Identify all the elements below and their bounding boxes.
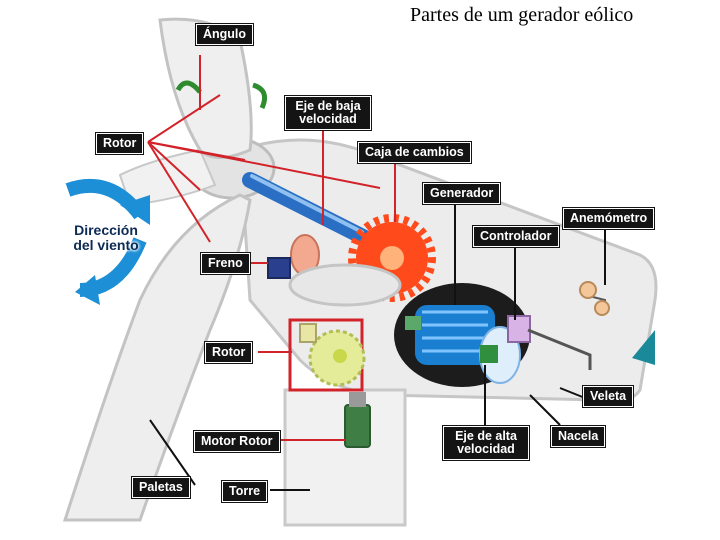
leader-lines bbox=[147, 55, 396, 441]
yaw-platform bbox=[288, 263, 402, 307]
blade-left bbox=[118, 148, 217, 207]
label-angulo: Ángulo bbox=[196, 24, 254, 45]
low-speed-shaft bbox=[242, 172, 373, 246]
label-caja-cambios: Caja de cambios bbox=[358, 142, 471, 163]
label-rotor-blades: Rotor bbox=[96, 133, 144, 154]
yaw-motor bbox=[344, 404, 371, 448]
label-eje-alta-velocidad: Eje de alta velocidad bbox=[443, 426, 529, 460]
label-controlador: Controlador bbox=[473, 226, 559, 247]
anemometer-cup-2 bbox=[594, 300, 610, 316]
label-generador: Generador bbox=[423, 183, 501, 204]
label-eje-baja-velocidad: Eje de baja velocidad bbox=[285, 96, 371, 130]
anemometer-cup-1 bbox=[579, 281, 597, 299]
label-veleta: Veleta bbox=[583, 386, 634, 407]
wind-vane bbox=[632, 330, 655, 365]
pitch-arrow-left bbox=[175, 80, 202, 94]
tail-bar bbox=[527, 328, 592, 370]
brake-caliper bbox=[267, 257, 291, 279]
high-speed-shaft bbox=[480, 345, 498, 363]
blade-lower bbox=[62, 193, 252, 522]
label-torre: Torre bbox=[222, 481, 268, 502]
label-motor-rotor: Motor Rotor bbox=[194, 431, 280, 452]
label-direccion-viento: Dirección del viento bbox=[73, 222, 139, 253]
label-nacela: Nacela bbox=[551, 426, 606, 447]
leader-lines-dark bbox=[149, 200, 606, 491]
pitch-arrow-right bbox=[252, 82, 267, 110]
diagram-title: Partes de um gerador eólico bbox=[410, 4, 634, 26]
label-rotor-yaw: Rotor bbox=[205, 342, 253, 363]
label-freno: Freno bbox=[201, 253, 250, 274]
label-paletas: Paletas bbox=[132, 477, 190, 498]
controller-box bbox=[507, 315, 531, 343]
label-anemometro: Anemómetro bbox=[563, 208, 655, 229]
